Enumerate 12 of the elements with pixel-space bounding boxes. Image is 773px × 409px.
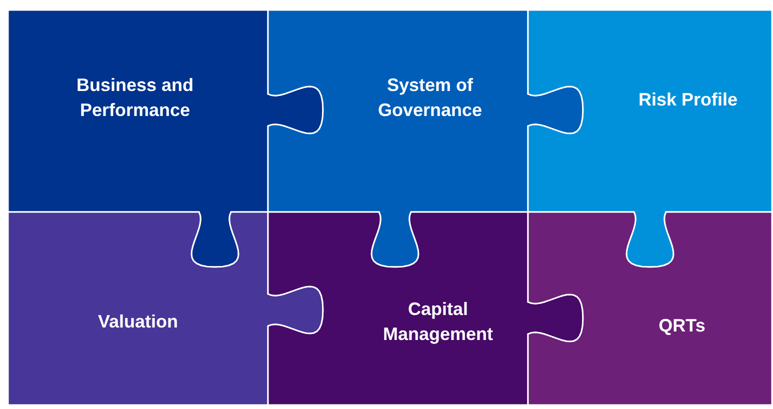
piece-label: QRTs (658, 314, 706, 338)
piece-label: Risk Profile (637, 88, 739, 112)
piece-label: Capital Management (382, 298, 494, 346)
puzzle-piece (267, 211, 584, 406)
puzzle-piece (527, 211, 773, 406)
piece-label: Valuation (96, 310, 179, 334)
piece-label: System of Governance (376, 74, 484, 122)
puzzle-piece (7, 9, 324, 268)
puzzle-piece (527, 9, 773, 268)
puzzle-piece (7, 211, 324, 406)
piece-label: Business and Performance (75, 74, 195, 122)
puzzle-piece (267, 9, 584, 268)
